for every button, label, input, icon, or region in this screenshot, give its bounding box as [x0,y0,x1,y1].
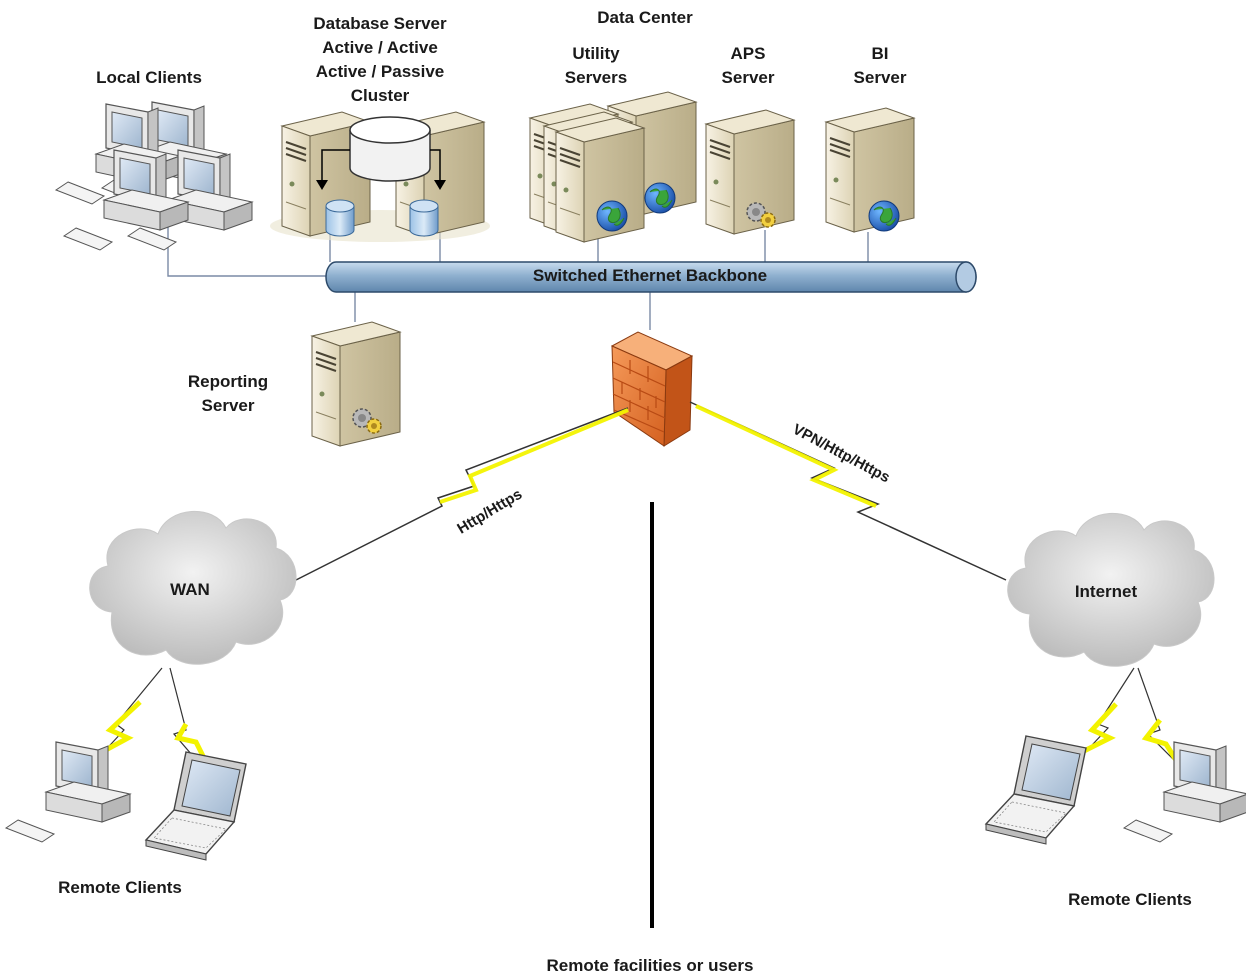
remote-clients-right-group [985,735,1246,845]
utility-servers-line: Utility [572,44,620,63]
remote-facilities-label: Remote facilities or users [546,956,754,975]
lightning-bolt-icon [1077,667,1179,765]
firewall-icon [610,331,694,447]
database-server-line: Database Server [313,14,447,33]
server-tower-icon [311,321,401,447]
local-clients-label: Local Clients [96,68,202,87]
bi-server-line: BI [871,44,889,63]
internet-label: Internet [1074,582,1138,601]
backbone-label: Switched Ethernet Backbone [532,266,768,285]
remote-clients-left-group [5,741,247,861]
utility-servers-line: Servers [564,68,628,87]
laptop-icon [145,751,247,861]
data-center-label: Data Center [597,8,693,27]
bi-server [825,107,915,233]
utility-servers-label: Utility Servers [546,42,646,90]
cloud-icon [1007,512,1215,667]
lightning-bolt-icon [295,401,1007,581]
database-icon [325,199,355,237]
database-cluster [270,111,490,242]
database-icon [349,116,431,182]
aps-server [705,109,795,235]
aps-server-label: APS Server [698,42,798,90]
remote-clients-right-label: Remote Clients [1068,890,1192,909]
local-clients-group [55,101,253,251]
database-icon [409,199,439,237]
database-server-line: Active / Passive [315,62,445,81]
reporting-server-line: Server [201,396,255,415]
reporting-server-line: Reporting [187,372,269,391]
remote-clients-left-label: Remote Clients [58,878,182,897]
laptop-icon [985,735,1087,845]
globe-icon [868,200,900,232]
desktop-computer-icon [5,741,131,843]
bi-server-line: Server [853,68,907,87]
utility-servers-group [529,91,697,243]
bi-server-label: BI Server [830,42,930,90]
cloud-icon [89,510,297,665]
wan-label: WAN [170,580,210,599]
database-server-line: Active / Active [322,38,438,57]
globe-icon [644,182,676,214]
reporting-server-label: Reporting Server [158,370,298,418]
aps-server-line: APS [730,44,766,63]
ethernet-backbone [325,261,977,293]
reporting-server [311,321,401,447]
globe-icon [596,200,628,232]
aps-server-line: Server [721,68,775,87]
database-server-line: Cluster [350,86,410,105]
database-server-label: Database Server Active / Active Active /… [290,12,470,108]
desktop-computer-icon [1123,741,1246,843]
